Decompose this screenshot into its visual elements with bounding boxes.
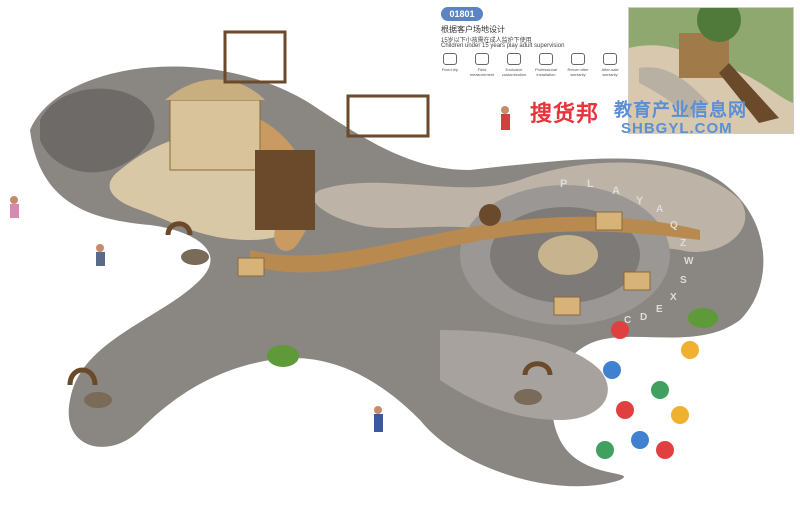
- child-figure-3: [501, 106, 509, 114]
- feature-item: Fixed trip: [436, 53, 464, 77]
- pinwheel-cluster: [596, 321, 699, 459]
- feature-item: Field measurement: [468, 53, 496, 77]
- alphabet-letter: E: [656, 304, 663, 315]
- wood-band-2: [250, 216, 700, 273]
- alphabet-letter: Z: [680, 238, 686, 249]
- seat-block-3: [623, 271, 651, 291]
- nest-swing-2: [84, 392, 112, 408]
- thumb-icon: [571, 53, 585, 65]
- child-figure-4: [374, 406, 382, 414]
- watermark-brand-secondary: 教育产业信息网: [614, 100, 747, 120]
- mandala-center: [538, 235, 598, 275]
- alphabet-letter: C: [624, 315, 631, 326]
- age-warning-en: Children under 15 years play adult super…: [441, 43, 565, 49]
- swing-arch-2: [67, 367, 98, 386]
- textured-area: [40, 88, 155, 173]
- chart-icon: [443, 53, 457, 65]
- swing-arch-1: [165, 221, 193, 236]
- nest-swing-1: [181, 249, 209, 265]
- shield-icon: [603, 53, 617, 65]
- nest-swing-3: [514, 389, 542, 405]
- climbing-frame-1: [223, 30, 287, 84]
- age-warning-cn: 15岁以下小孩需在成人监护下使用: [441, 38, 532, 44]
- play-lettering: P L A Y: [560, 178, 644, 207]
- feature-item: After-sale warranty: [596, 53, 624, 77]
- alphabet-letter: X: [670, 292, 677, 303]
- alphabet-letter: D: [640, 312, 647, 323]
- grass-patch-2: [688, 308, 718, 328]
- feature-item: Professional installation: [532, 53, 560, 77]
- play-letter: P: [560, 178, 567, 190]
- alphabet-letter: W: [684, 256, 694, 267]
- watermark-url: SHBGYL.COM: [621, 120, 733, 137]
- seat-block-1: [237, 257, 265, 277]
- swing-arch-3: [522, 361, 553, 376]
- design-title: 根据客户场地设计: [441, 25, 505, 34]
- alphabet-letter: A: [656, 204, 663, 215]
- play-letter: Y: [636, 195, 644, 207]
- slide: [255, 150, 315, 230]
- play-letter: A: [612, 185, 620, 197]
- child-figure-1: [10, 196, 18, 204]
- play-tower: [169, 99, 261, 171]
- model-number-badge: 01801: [441, 7, 483, 21]
- monkey-bars: [346, 94, 430, 138]
- alphabet-letter: S: [680, 275, 687, 286]
- gear-icon: [507, 53, 521, 65]
- feature-item: Exclusive customization: [500, 53, 528, 77]
- watermark-brand: 搜货邦: [530, 101, 600, 126]
- seat-block-4: [553, 296, 581, 316]
- play-letter: L: [587, 178, 594, 190]
- ruler-icon: [475, 53, 489, 65]
- child-figure-2: [96, 244, 104, 252]
- alphabet-letter: Q: [670, 220, 678, 231]
- grass-patch-1: [267, 345, 299, 367]
- wrench-icon: [539, 53, 553, 65]
- tower-roof: [165, 79, 265, 100]
- seat-block-2: [595, 211, 623, 231]
- preview-thumbnail: [628, 7, 794, 134]
- feature-icons-row: Fixed trip Field measurement Exclusive c…: [436, 53, 624, 77]
- stump-seat: [479, 204, 501, 226]
- feature-item: Return after warranty: [564, 53, 592, 77]
